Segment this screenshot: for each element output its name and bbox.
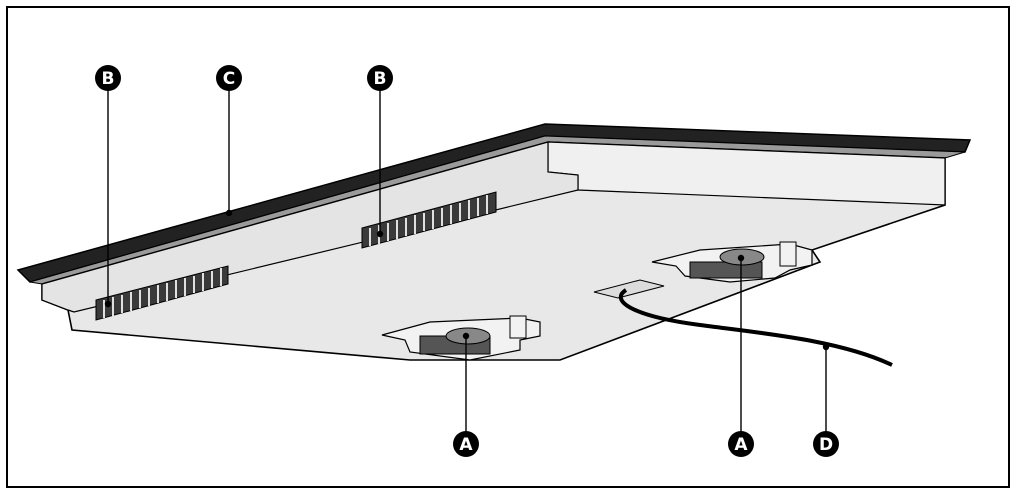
callout-c-label: C: [223, 69, 235, 89]
fan-housing-right: [651, 241, 813, 283]
cable-entry-plate: [593, 279, 665, 299]
callout-a-left: A: [453, 431, 479, 457]
callout-a-left-label: A: [459, 435, 473, 455]
power-cable: [618, 288, 893, 367]
callout-d: D: [813, 431, 839, 457]
vent-center: [361, 191, 497, 249]
callout-a-right-label: A: [734, 435, 748, 455]
callout-d-label: D: [819, 435, 833, 455]
vent-left: [95, 265, 229, 321]
housing-body: [41, 141, 946, 361]
callout-b-left-label: B: [102, 69, 115, 89]
callout-b-left: B: [95, 65, 121, 91]
callout-b-center: B: [367, 65, 393, 91]
callout-b-center-label: B: [374, 69, 387, 89]
fan-housing-left: [381, 315, 541, 361]
leader-lines: [104, 86, 830, 438]
callout-a-right: A: [728, 431, 754, 457]
callout-c: C: [216, 65, 242, 91]
